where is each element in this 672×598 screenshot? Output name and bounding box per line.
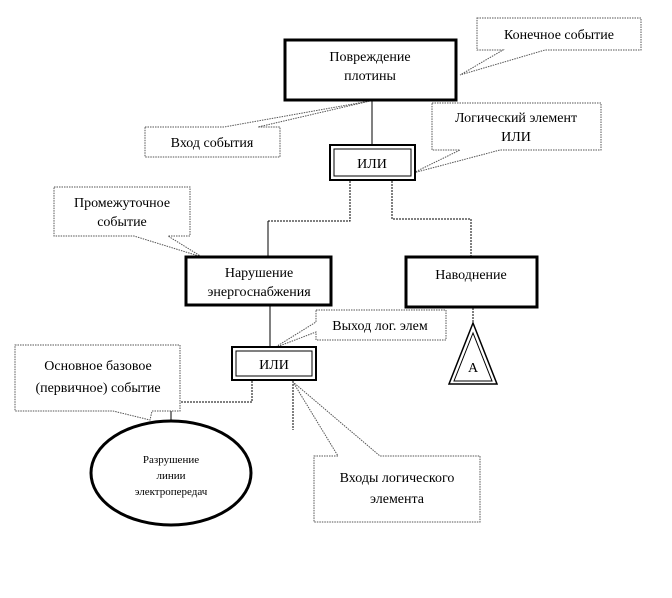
diagram-label: Выход лог. элем	[332, 319, 428, 334]
diagram-label: Разрушение	[143, 454, 199, 466]
diagram-label: линии	[156, 470, 185, 482]
diagram-label: Логический элемент	[455, 111, 577, 126]
callout-basic-event: Основное базовое (первичное) событие	[14, 344, 181, 421]
callout-final-event: Конечное событие	[459, 17, 642, 76]
or-gate-1[interactable]: ИЛИ	[329, 144, 416, 181]
diagram-label: ИЛИ	[259, 358, 289, 373]
intermediate-event-power-disruption[interactable]: Нарушение энергоснабжения	[184, 255, 333, 307]
callout-intermediate-event: Промежуточное событие	[53, 186, 203, 258]
basic-event-power-line-destruction[interactable]: Разрушение линии электропередач	[89, 419, 253, 527]
diagram-label: событие	[97, 215, 147, 230]
callout-gate-output: Выход лог. элем	[273, 309, 447, 349]
diagram-label: энергоснабжения	[207, 285, 311, 300]
diagram-label: Промежуточное	[74, 196, 170, 211]
diagram-label: Конечное событие	[504, 28, 614, 43]
transfer-triangle-a[interactable]: A	[447, 320, 499, 385]
diagram-label: Нарушение	[225, 266, 293, 281]
callout-gate-inputs: Входы логического элемента	[292, 381, 481, 523]
or-gate-2[interactable]: ИЛИ	[231, 346, 317, 381]
event-flood[interactable]: Наводнение	[404, 255, 539, 309]
diagram-label: Вход события	[171, 136, 254, 151]
diagram-label: ИЛИ	[357, 157, 387, 172]
top-event-dam-damage[interactable]: Повреждение плотины	[283, 38, 458, 102]
diagram-label: (первичное) событие	[35, 381, 160, 396]
diagram-label: ИЛИ	[501, 130, 531, 145]
diagram-label: Основное базовое	[44, 359, 152, 374]
diagram-label: плотины	[344, 69, 396, 84]
callout-logic-element: Логический элемент ИЛИ	[412, 102, 602, 174]
diagram-label: электропередач	[135, 486, 208, 498]
callout-event-input: Вход события	[144, 100, 371, 158]
diagram-label: Повреждение	[329, 50, 410, 65]
diagram-label: A	[468, 361, 479, 376]
diagram-label: элемента	[370, 492, 425, 507]
diagram-label: Входы логического	[340, 471, 455, 486]
diagram-label: Наводнение	[435, 268, 506, 283]
